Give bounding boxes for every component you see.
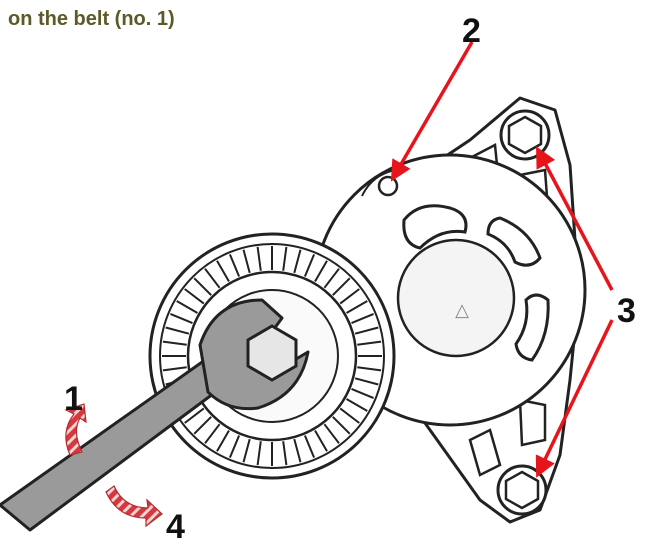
callout-label-4: 4 xyxy=(166,508,185,546)
pulley-rib xyxy=(204,423,221,444)
pulley-rib xyxy=(165,326,190,335)
pulley-rib xyxy=(354,326,379,335)
pulley-rib xyxy=(216,260,230,282)
pulley-rib xyxy=(228,254,241,277)
pulley-rib xyxy=(351,387,374,400)
center-mark: △ xyxy=(455,300,469,321)
pulley-rib xyxy=(293,249,302,274)
callout-arrow-3-bottom xyxy=(535,319,614,478)
curved-arrow-icon xyxy=(105,485,163,528)
pulley-rib xyxy=(351,312,374,325)
pulley-rib xyxy=(184,288,205,305)
curved-arrow-icon xyxy=(64,403,87,456)
pulley-rib xyxy=(204,268,221,289)
pulley-rib xyxy=(256,246,262,271)
hex-bolt-icon xyxy=(496,464,548,516)
pulley-rib xyxy=(176,300,198,314)
pulley-rib xyxy=(216,430,230,452)
pulley-rib xyxy=(303,435,316,458)
pulley-rib xyxy=(332,277,351,296)
pulley-rib xyxy=(242,249,251,274)
pulley-rib xyxy=(332,416,351,435)
pulley-rib xyxy=(303,254,316,277)
pulley-rib xyxy=(184,407,205,424)
callout-arrow-2 xyxy=(390,41,474,182)
pulley-rib xyxy=(162,366,187,372)
pulley-rib xyxy=(242,438,251,463)
wrench-icon xyxy=(0,298,310,532)
pulley-rib xyxy=(193,277,212,296)
callout-arrow-3-top xyxy=(536,146,614,291)
hex-bolt-icon xyxy=(499,109,551,161)
caption-text: on the belt (no. 1) xyxy=(8,8,175,30)
pulley-rib xyxy=(170,312,193,325)
pulley-rib xyxy=(256,441,262,466)
callout-label-2: 2 xyxy=(462,12,481,50)
pulley-rib xyxy=(323,423,340,444)
pulley-rib xyxy=(346,398,368,412)
pulley-rib xyxy=(346,300,368,314)
pulley-rib xyxy=(293,438,302,463)
pulley-rib xyxy=(323,268,340,289)
pulley-rib xyxy=(228,435,241,458)
pulley-rib xyxy=(354,377,379,386)
pulley-rib xyxy=(162,340,187,346)
pulley-rib xyxy=(314,260,328,282)
pulley-rib xyxy=(314,430,328,452)
pulley-rib xyxy=(193,416,212,435)
callout-label-3: 3 xyxy=(617,292,636,330)
callout-label-1: 1 xyxy=(64,380,83,418)
pulley-rib xyxy=(339,407,360,424)
pulley-rib xyxy=(339,288,360,305)
pulley-rib xyxy=(282,246,288,271)
pulley-rib xyxy=(357,340,382,346)
pulley-rib xyxy=(282,441,288,466)
pulley-rib xyxy=(357,366,382,372)
